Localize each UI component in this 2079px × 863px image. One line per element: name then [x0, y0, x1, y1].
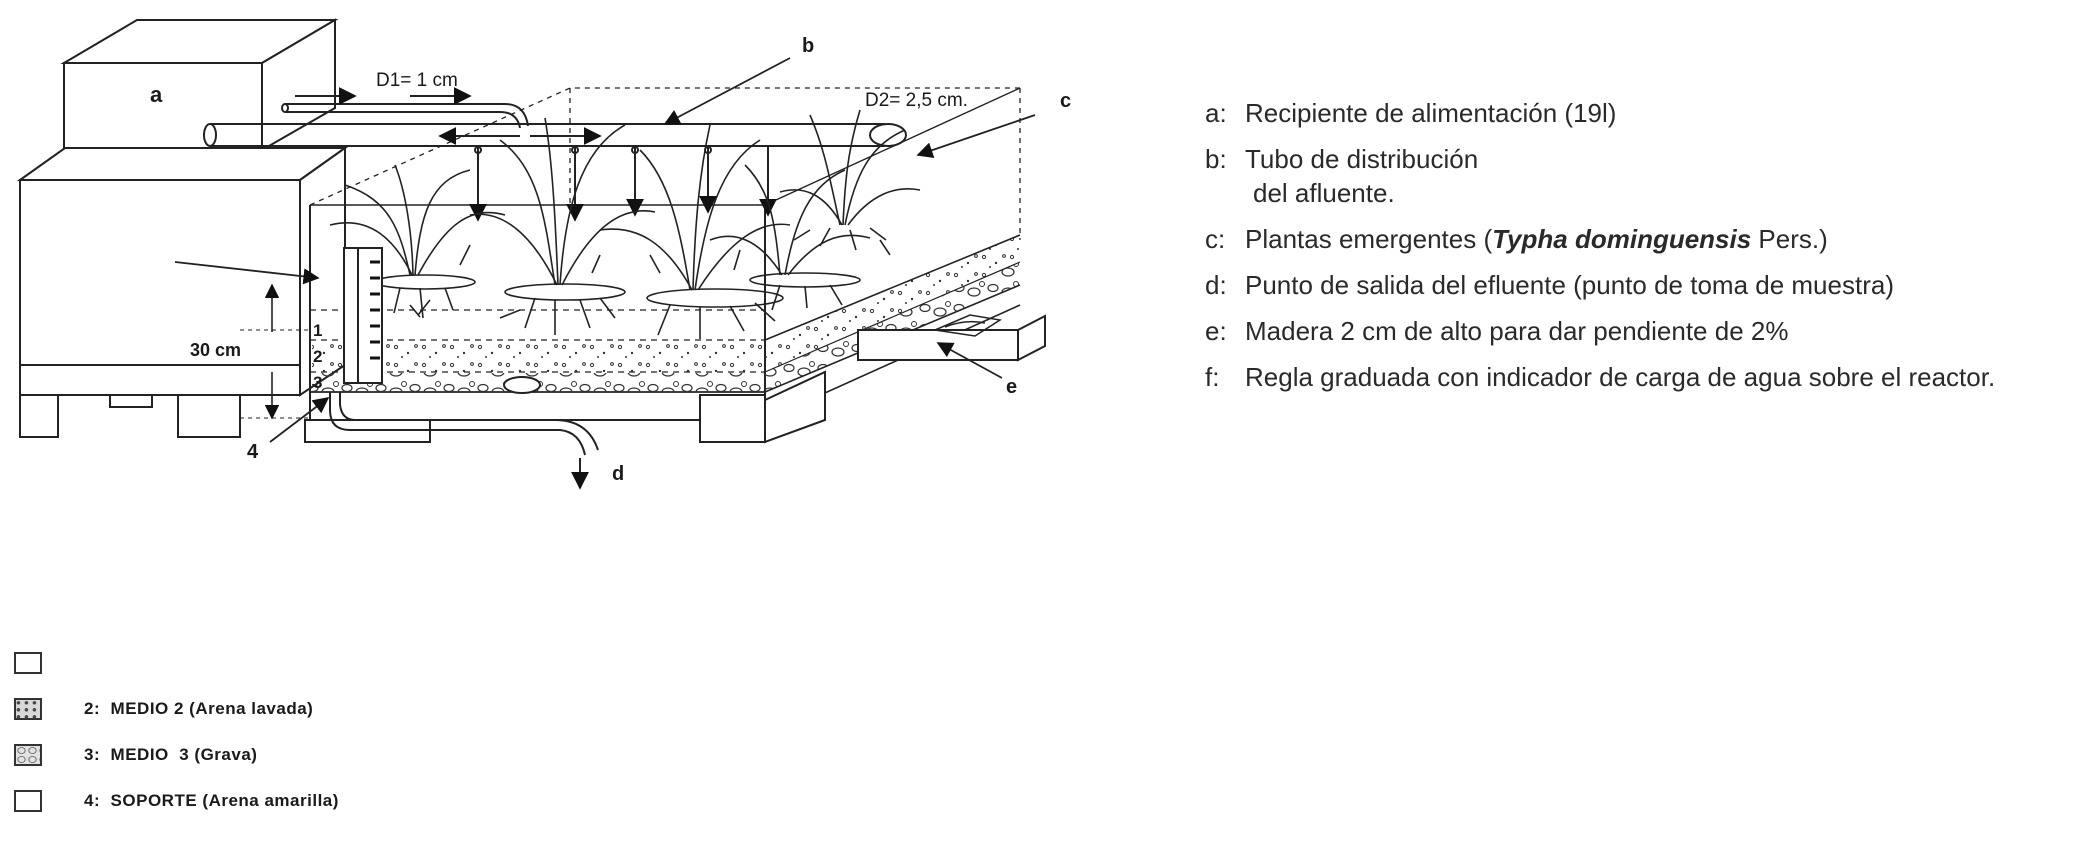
distribution-pipe [203, 123, 907, 222]
legend-key: a: [1205, 98, 1227, 128]
media-legend-row-2: 2: MEDIO 2 (Arena lavada) [14, 686, 714, 732]
label-layer-1: 1 [313, 321, 322, 340]
legend-text-line2: del afluente. [1253, 178, 1395, 208]
legend-text: Plantas emergentes (Typha dominguensis P… [1245, 222, 2075, 256]
legend-key: b: [1205, 144, 1227, 174]
legend-right: a: Recipiente de alimentación (19l) b: T… [1205, 96, 2075, 406]
media-legend-row-4: 4: SOPORTE (Arena amarilla) [14, 778, 714, 824]
graduated-ruler [343, 247, 383, 384]
swatch-empty [14, 652, 42, 674]
legend-text: Madera 2 cm de alto para dar pendiente d… [1245, 316, 1789, 346]
height-label: 30 cm [190, 340, 241, 360]
legend-text: Recipiente de alimentación (19l) [1245, 98, 1617, 128]
feed-tank [60, 18, 339, 152]
label-b: b [802, 35, 814, 57]
legend-item-d: d: Punto de salida del efluente (punto d… [1205, 268, 2075, 302]
label-d: d [612, 463, 624, 485]
legend-item-c: c: Plantas emergentes (Typha dominguensi… [1205, 222, 2075, 256]
legend-text-pre: Plantas emergentes ( [1245, 224, 1493, 254]
swatch-sand [14, 698, 42, 720]
outlet-pipe [329, 376, 599, 490]
legend-text-post: Pers.) [1751, 224, 1828, 254]
legend-key: c: [1205, 224, 1226, 254]
wood-block [932, 314, 1003, 337]
legend-text: Regla graduada con indicador de carga de… [1245, 362, 1996, 392]
legend-key: e: [1205, 316, 1227, 346]
support-stand [16, 146, 349, 438]
d2-label: D2= 2,5 cm. [865, 90, 968, 111]
reactor-legs [304, 314, 1046, 444]
swatch-support [14, 790, 42, 812]
label-layer-2: 2 [313, 347, 322, 366]
media-legend-text: 2: MEDIO 2 (Arena lavada) [84, 699, 314, 718]
legend-text-line1: Tubo de distribución [1245, 144, 1479, 174]
legend-text: Punto de salida del efluente (punto de t… [1245, 270, 1894, 300]
media-legend-row-1 [14, 640, 714, 686]
swatch-gravel [14, 744, 42, 766]
media-legend-text: 3: MEDIO 3 (Grava) [84, 745, 258, 764]
legend-item-a: a: Recipiente de alimentación (19l) [1205, 96, 2075, 130]
legend-item-f: f: Regla graduada con indicador de carga… [1205, 360, 2075, 394]
height-dimension [240, 283, 310, 420]
media-legend-row-3: 3: MEDIO 3 (Grava) [14, 732, 714, 778]
sand-layer [312, 342, 764, 372]
emergent-plants [329, 109, 921, 339]
wetland-reactor-diagram: a b c d e 1 2 3 4 D1= 1 cm D2= 2,5 cm. 3… [16, 18, 1071, 490]
label-layer-3: 3 [313, 373, 322, 392]
label-c: c [1060, 90, 1071, 112]
legend-item-e: e: Madera 2 cm de alto para dar pendient… [1205, 314, 2075, 348]
legend-item-b: b: Tubo de distribución del afluente. [1205, 142, 2075, 210]
d1-label: D1= 1 cm [376, 70, 458, 91]
leader-arrows [174, 57, 1036, 443]
legend-text: Tubo de distribución del afluente. [1245, 142, 2075, 210]
legend-key: f: [1205, 362, 1220, 392]
label-e: e [1006, 376, 1017, 398]
media-legend: 2: MEDIO 2 (Arena lavada) 3: MEDIO 3 (Gr… [14, 640, 714, 824]
label-4: 4 [247, 441, 259, 463]
media-legend-text: 4: SOPORTE (Arena amarilla) [84, 791, 339, 810]
legend-key: d: [1205, 270, 1227, 300]
label-a: a [150, 82, 163, 107]
species-name: Typha dominguensis [1492, 224, 1752, 254]
